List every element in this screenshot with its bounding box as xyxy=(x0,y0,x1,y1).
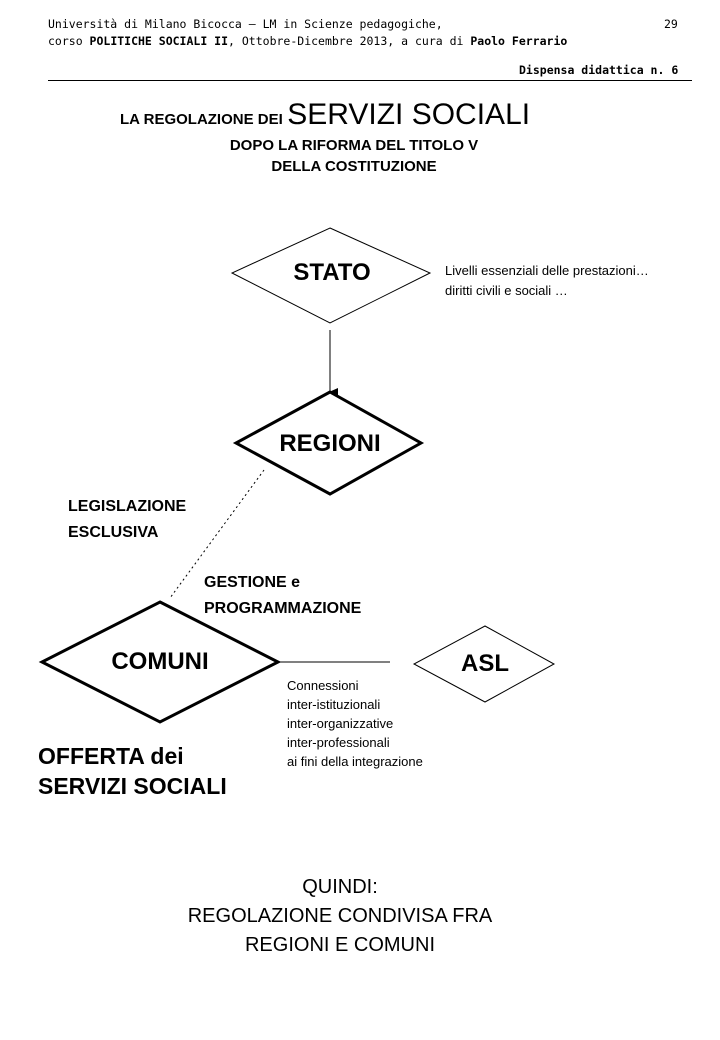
legislazione-label-1: LEGISLAZIONE xyxy=(68,498,187,515)
comuni-label: COMUNI xyxy=(111,648,209,675)
regioni-comuni-dotted-line xyxy=(169,469,265,599)
stato-note-1: Livelli essenziali delle prestazioni… xyxy=(445,263,649,278)
connessioni-line-3: inter-organizzative xyxy=(287,716,394,731)
stato-diamond xyxy=(230,227,432,324)
connessioni-line-2: inter-istituzionali xyxy=(287,697,381,712)
asl-label: ASL xyxy=(461,650,509,677)
header-line-1: Università di Milano Bicocca – LM in Sci… xyxy=(48,17,443,31)
gestione-label-2: PROGRAMMAZIONE xyxy=(204,600,362,617)
asl-diamond xyxy=(412,625,556,703)
conclusion-line-1: QUINDI: xyxy=(302,876,378,898)
title-sub-2: DELLA COSTITUZIONE xyxy=(271,158,437,175)
header-rule xyxy=(48,80,692,81)
title-small: LA REGOLAZIONE DEI xyxy=(120,111,283,128)
legislazione-label-2: ESCLUSIVA xyxy=(68,524,159,541)
offerta-label-2: SERVIZI SOCIALI xyxy=(38,773,227,799)
offerta-label-1: OFFERTA dei xyxy=(38,743,184,769)
page-title: LA REGOLAZIONE DEI SERVIZI SOCIALI xyxy=(120,98,530,132)
regioni-label: REGIONI xyxy=(279,430,381,457)
regioni-diamond xyxy=(232,390,425,496)
header-line-2-pre: corso xyxy=(48,34,90,48)
gestione-label-1: GESTIONE e xyxy=(204,574,301,591)
course-name: POLITICHE SOCIALI II xyxy=(89,34,229,48)
title-sub-1: DOPO LA RIFORMA DEL TITOLO V xyxy=(229,137,479,154)
conclusion-line-2: REGOLAZIONE CONDIVISA FRA xyxy=(187,905,493,927)
stato-label: STATO xyxy=(293,259,371,286)
header-line-2-mid: , Ottobre-Dicembre 2013, a cura di xyxy=(228,34,471,48)
connessioni-line-4: inter-professionali xyxy=(287,735,390,750)
comuni-diamond xyxy=(38,600,282,724)
connessioni-line-1: Connessioni xyxy=(287,678,359,693)
header-line-2: corso POLITICHE SOCIALI II, Ottobre-Dice… xyxy=(48,33,567,49)
connessioni-line-5: ai fini della integrazione xyxy=(287,754,423,769)
conclusion-line-3: REGIONI E COMUNI xyxy=(244,934,435,956)
page-number: 29 xyxy=(664,17,678,31)
stato-note-2: diritti civili e sociali … xyxy=(445,283,568,298)
title-big: SERVIZI SOCIALI xyxy=(287,98,531,131)
author-name: Paolo Ferrario xyxy=(470,34,568,48)
dispensa-label: Dispensa didattica n. 6 xyxy=(519,63,679,77)
